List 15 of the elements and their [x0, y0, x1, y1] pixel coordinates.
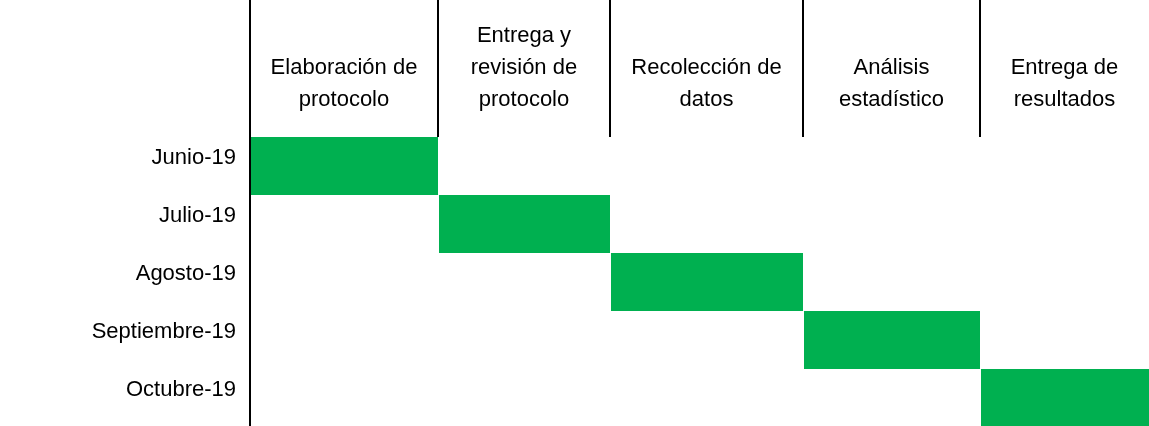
row-label: Octubre-19	[125, 375, 236, 403]
gantt-bar	[439, 195, 610, 253]
gantt-bar	[804, 311, 980, 369]
gantt-bar	[251, 137, 438, 195]
column-header: Recolección de datos	[630, 53, 783, 113]
row-label: Julio-19	[158, 201, 236, 229]
gantt-bar	[611, 253, 803, 311]
column-header: Análisis estadístico	[837, 53, 946, 113]
gantt-bar	[981, 369, 1149, 426]
row-label: Agosto-19	[135, 259, 236, 287]
column-header: Elaboración de protocolo	[269, 53, 419, 113]
row-label: Junio-19	[151, 143, 236, 171]
column-header: Entrega de resultados	[1009, 53, 1120, 113]
row-label: Septiembre-19	[91, 317, 236, 345]
column-header: Entrega y revisión de protocolo	[469, 21, 579, 113]
